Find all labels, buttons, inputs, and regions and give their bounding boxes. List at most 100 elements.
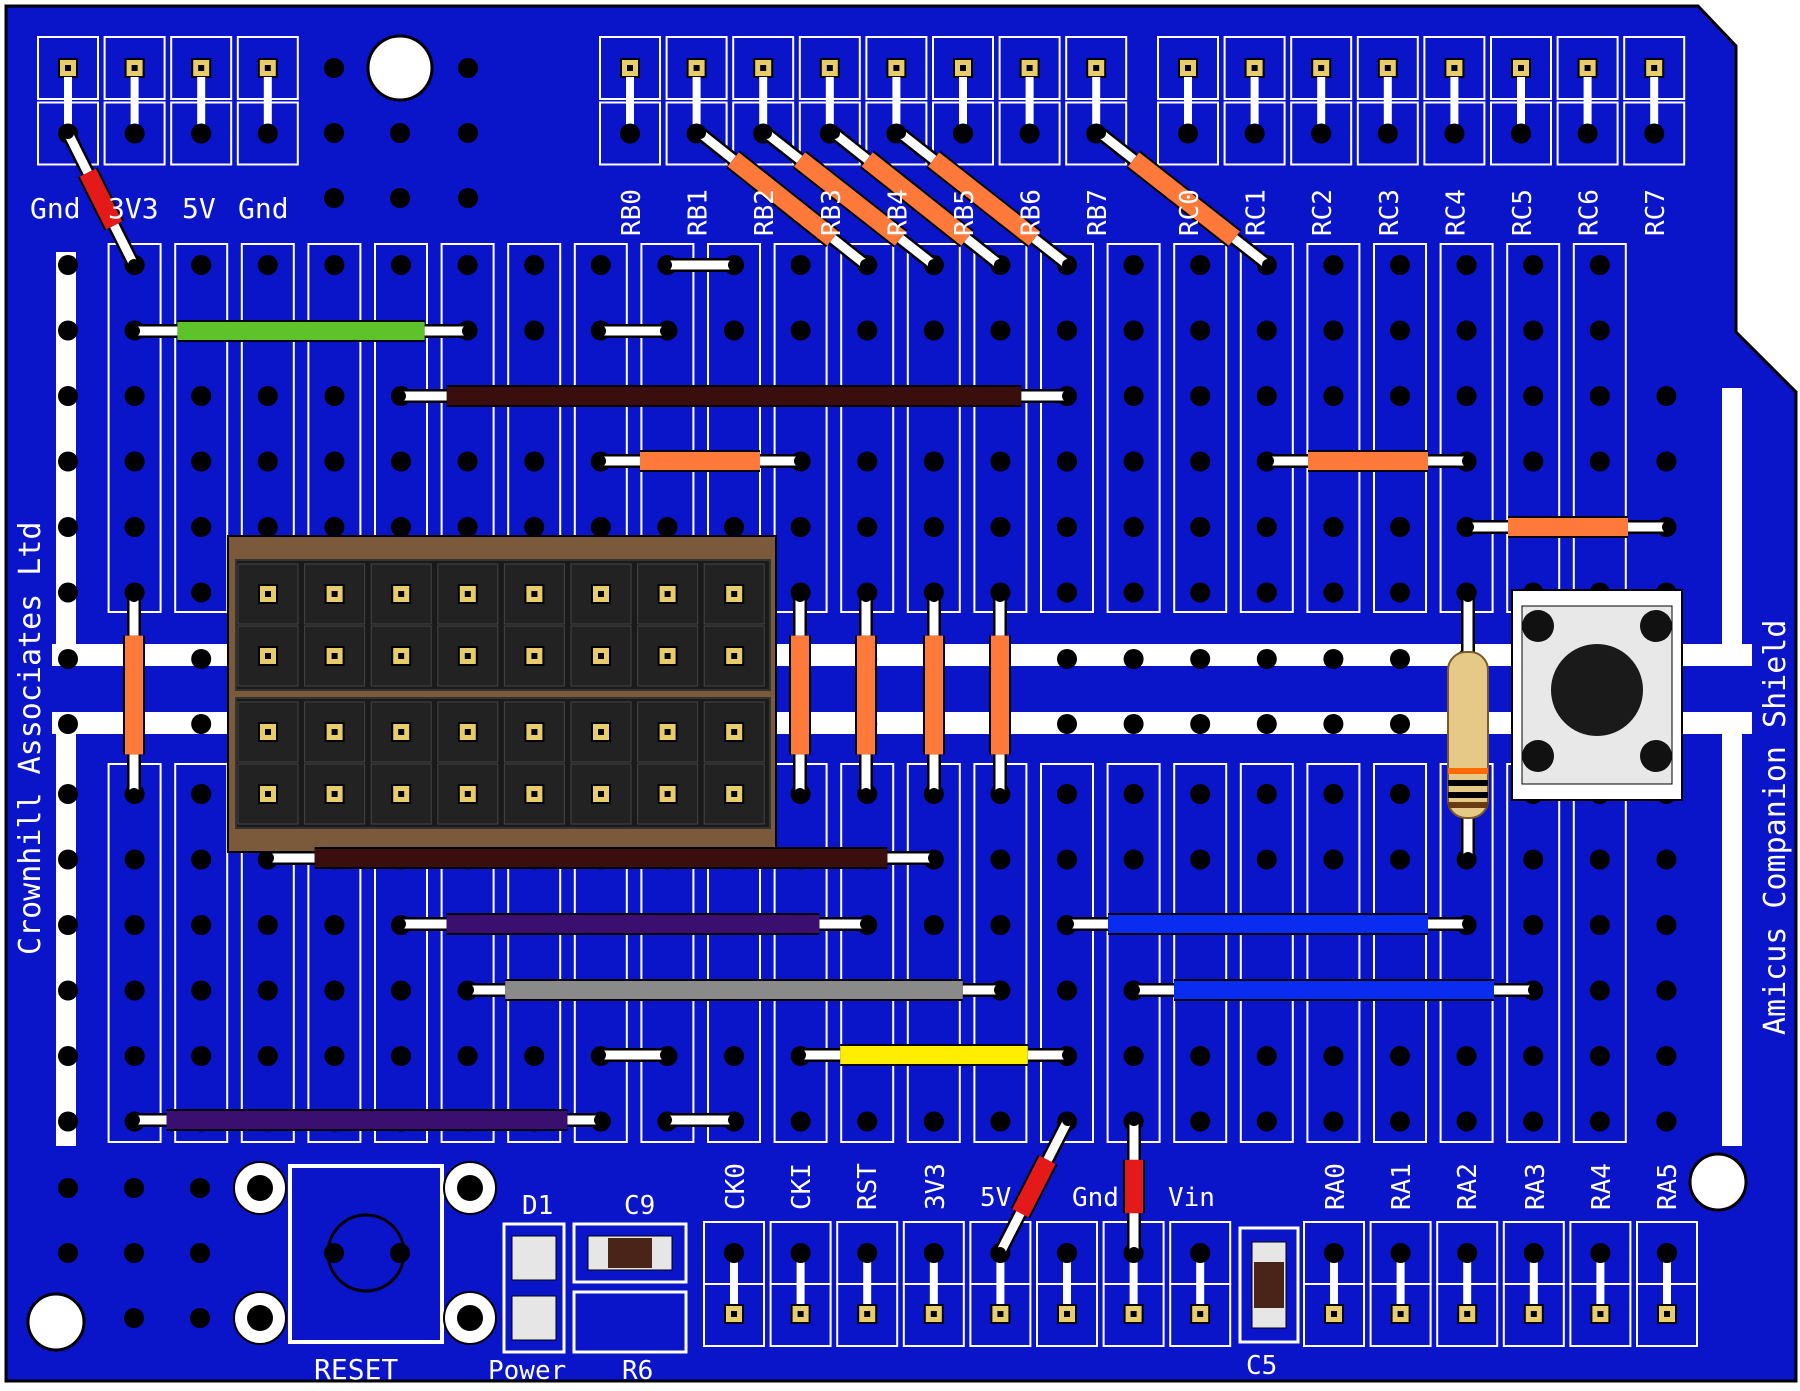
hole [1190, 386, 1211, 406]
copper-strip-top [1173, 243, 1228, 613]
hole [923, 915, 944, 935]
hole [191, 649, 212, 669]
switch-button[interactable] [1551, 644, 1643, 736]
wire-end [594, 325, 606, 337]
hole [1057, 649, 1077, 669]
blue-jumper [1127, 979, 1541, 1001]
wire-end [394, 918, 406, 930]
hole [990, 320, 1011, 341]
c5-outline [1238, 1226, 1300, 1344]
socket-pin-core [531, 591, 538, 597]
socket-cell [703, 625, 765, 687]
hole [458, 188, 478, 208]
hole [1123, 517, 1144, 537]
hole [524, 517, 545, 537]
orange-resistor [759, 126, 941, 272]
hole [124, 123, 145, 144]
header-pin-core [997, 1311, 1004, 1317]
hole [1523, 320, 1544, 341]
wire-end [262, 852, 274, 864]
hole [857, 517, 878, 537]
hole [724, 320, 744, 341]
wire-insulation [727, 152, 839, 246]
socket-pin-core [398, 791, 405, 797]
header-pin-core [131, 65, 138, 71]
hole [1523, 255, 1544, 275]
hole [790, 1111, 811, 1132]
wire-end [394, 390, 406, 402]
hole [324, 517, 345, 537]
brown-jumper [393, 385, 1075, 407]
tactile-switch[interactable] [1511, 589, 1683, 801]
orange-resistor [693, 126, 873, 272]
wire-end [462, 984, 474, 996]
wire-end [828, 127, 840, 139]
hole [58, 784, 78, 804]
wire-end [660, 1049, 672, 1061]
header-pin-core [1331, 1311, 1337, 1317]
hole [58, 1111, 78, 1132]
hole [1323, 649, 1344, 669]
socket-cell [237, 625, 299, 687]
hole [1256, 714, 1277, 734]
hole [1589, 980, 1610, 1001]
hole [1523, 451, 1544, 472]
hole [1190, 1046, 1211, 1066]
top-pin-label: RB0 [617, 189, 647, 236]
top-power-label: 5V [182, 192, 216, 225]
hole [1390, 649, 1410, 669]
top-pin-label: RC1 [1242, 189, 1272, 236]
orange-resistor [827, 126, 1007, 272]
mounting-hole [1688, 1152, 1748, 1212]
header-porta [1303, 1221, 1698, 1347]
hole [324, 123, 344, 143]
d1-pad [511, 1235, 557, 1281]
bottom-pin-label: CKI [787, 1163, 817, 1210]
top-pin-label: RC6 [1575, 189, 1605, 236]
hole [58, 1178, 78, 1198]
top-pin-label: RB4 [883, 189, 913, 236]
hole [1390, 517, 1410, 537]
hole [1057, 517, 1077, 537]
hole [724, 517, 744, 537]
socket-pin-core [464, 591, 471, 597]
hole [324, 386, 345, 406]
hole [990, 517, 1011, 537]
hole [990, 1111, 1011, 1132]
wire-end [1462, 852, 1474, 864]
wire-end [1062, 1114, 1074, 1126]
socket-pin-core [398, 591, 405, 597]
hole [391, 451, 411, 472]
reset-switch[interactable] [233, 1161, 497, 1345]
socket-pin-core [664, 729, 671, 735]
wire-insulation [928, 152, 1040, 246]
header-pin-core [1026, 65, 1033, 71]
hole [257, 980, 278, 1001]
top-pin-label: RC3 [1375, 189, 1405, 236]
hole [1123, 386, 1144, 406]
hole [1323, 714, 1344, 734]
top-pin-label: RB2 [750, 189, 780, 236]
hole [1656, 451, 1677, 472]
hole [1390, 784, 1410, 804]
hole [1123, 784, 1144, 804]
hole [1657, 1243, 1677, 1263]
hole [790, 1243, 811, 1263]
hole [190, 1243, 210, 1263]
hole [990, 915, 1011, 935]
hole [457, 451, 478, 472]
hole [1256, 849, 1277, 870]
wire-end [1128, 984, 1140, 996]
hole [1256, 649, 1277, 669]
d1-pad [511, 1295, 557, 1341]
socket-pin-core [598, 729, 604, 735]
top-pin-label: RC4 [1441, 189, 1471, 236]
bottom-pin-label: RST [853, 1163, 883, 1210]
hole [58, 582, 78, 603]
socket-pin-core [531, 791, 538, 797]
hole [1190, 517, 1211, 537]
orange-resistor [1093, 126, 1275, 272]
hole [1311, 123, 1332, 144]
hole [524, 451, 545, 472]
hole [857, 451, 878, 472]
